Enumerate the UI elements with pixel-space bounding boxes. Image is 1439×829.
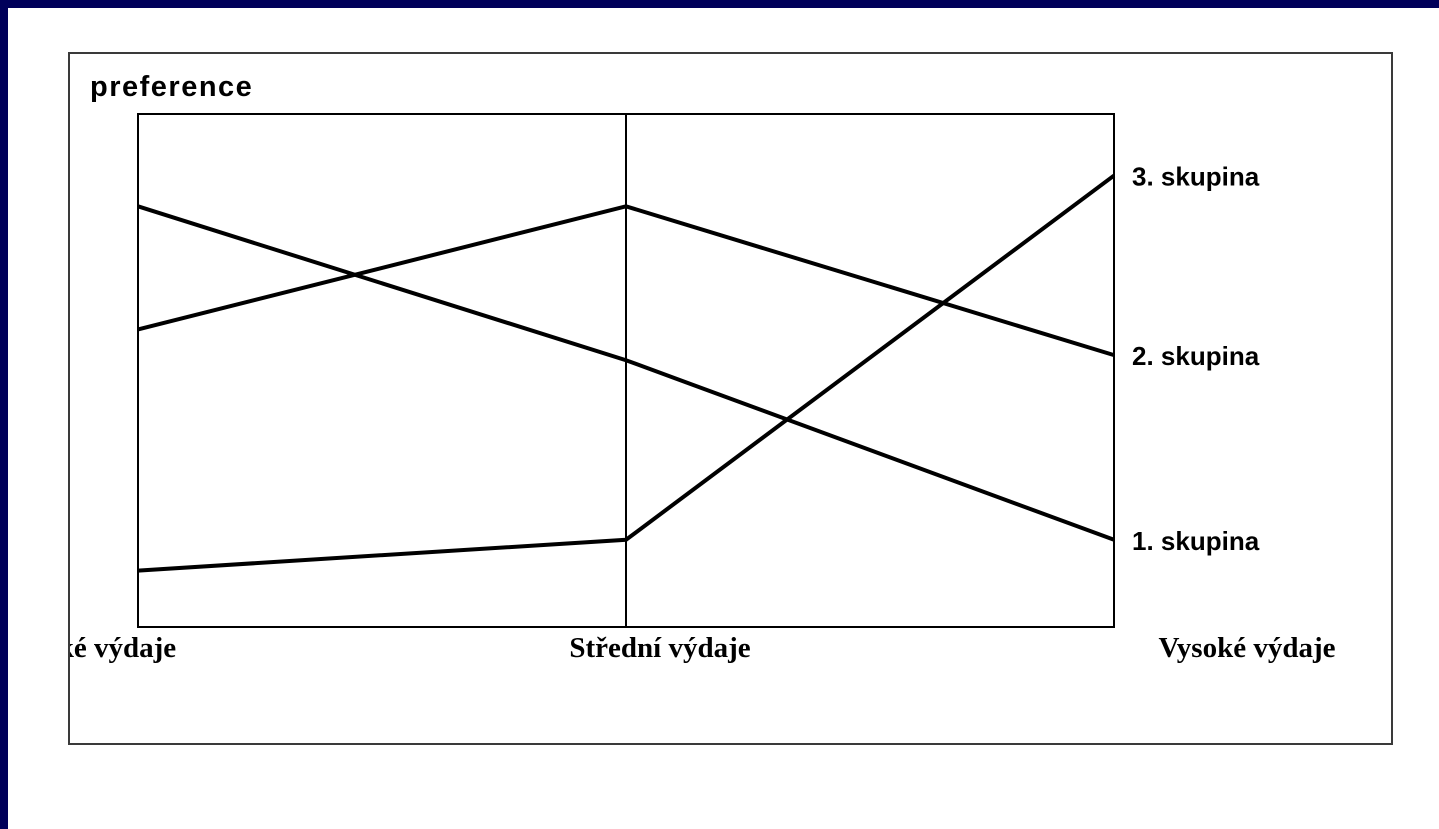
series-line-2 <box>137 204 1115 358</box>
line-chart: preference Nízké výdaje Střední výdaje Vys… <box>70 71 1336 664</box>
slide-left-bar <box>0 0 8 829</box>
series-line-3 <box>137 173 1116 573</box>
chart-frame: preference Nízké výdaje Střední výdaje Vys… <box>68 52 1393 745</box>
x-tick-label: Vysoké výdaje <box>1159 632 1336 664</box>
slide-top-bar <box>0 0 1439 8</box>
x-tick-label: Nízké výdaje <box>70 632 176 664</box>
series-label: 1. skupina <box>1132 526 1260 556</box>
series-line-1 <box>137 204 1115 542</box>
x-tick-label: Střední výdaje <box>569 632 750 664</box>
y-axis-label: preference <box>90 71 253 103</box>
series-label: 3. skupina <box>1132 162 1260 192</box>
series-label: 2. skupina <box>1132 341 1260 371</box>
